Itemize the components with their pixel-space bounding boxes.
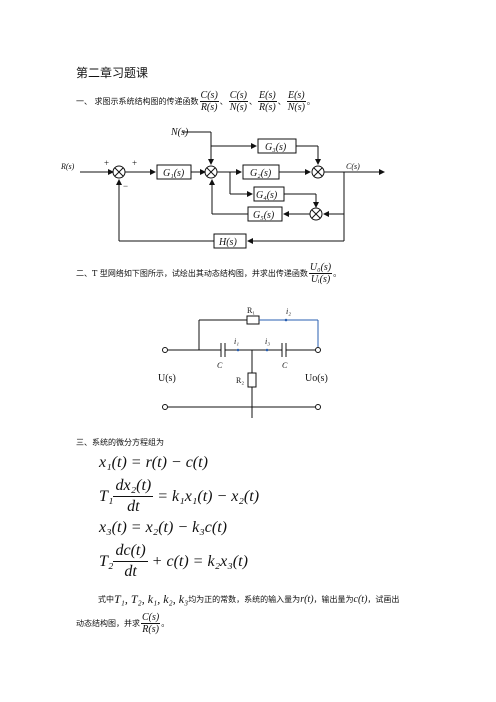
label-r: R(s): [60, 162, 75, 171]
equation-3: x₃(t) = x₂(t) − k₃c(t): [99, 519, 227, 536]
question-2-text: 二、T 型网络如下图所示，试绘出其动态结构图，并求出传递函数 U₀(s)Uᵢ(s…: [76, 262, 342, 285]
question-2-prefix: 二、T 型网络如下图所示，试绘出其动态结构图，并求出传递函数: [76, 269, 308, 278]
terminal-in-bottom: [162, 404, 168, 410]
tf-e-over-r: E(s)R(s): [258, 90, 277, 113]
label-g2: G₂(s): [250, 168, 272, 179]
label-g1: G₁(s): [163, 168, 185, 179]
label-c-left: C: [217, 361, 223, 370]
question-3-final: 动态结构图，并求 C(s)R(s) 。: [76, 612, 170, 635]
label-r2: R₂: [236, 376, 244, 385]
question-3-note: 式中 T₁, T₂, k₁, k₂, k₃ 均为正的常数，系统的输入量为 r(t…: [98, 592, 400, 606]
resistor-r1: [246, 315, 260, 325]
tf-uo-over-ui: U₀(s)Uᵢ(s): [308, 262, 333, 285]
resistor-r2: [247, 372, 257, 388]
label-u-in: U(s): [158, 373, 176, 384]
tf-e-over-n: E(s)N(s): [286, 90, 306, 113]
equation-1: x₁(t) = r(t) − c(t): [99, 454, 208, 471]
sign-plus-1: +: [104, 158, 109, 168]
sign-minus-1: −: [123, 181, 128, 191]
label-h: H(s): [218, 237, 237, 248]
page-title: 第二章习题课: [76, 66, 149, 80]
label-c: C(s): [346, 162, 360, 171]
question-1-text: 一、 求图示系统结构图的传递函数 C(s)R(s) 、 C(s)N(s) 、 E…: [76, 90, 315, 113]
equation-4: T₂ dc(t)dt + c(t) = k₂x₃(t): [99, 542, 248, 580]
question-3-prefix: 三、系统的微分方程组为: [76, 438, 164, 447]
terminal-out-bottom: [315, 404, 321, 410]
label-g4: G₄(s): [256, 190, 278, 201]
tf-final: C(s)R(s): [141, 612, 161, 635]
label-i2: i₂: [286, 307, 291, 316]
tf-c-over-n: C(s)N(s): [228, 90, 249, 113]
terminal-in-top: [162, 347, 168, 353]
label-r1: R₁: [247, 306, 255, 315]
tf-c-over-r: C(s)R(s): [199, 90, 219, 113]
question-1-prefix: 一、 求图示系统结构图的传递函数: [76, 97, 199, 106]
label-u-out: Uo(s): [305, 373, 328, 384]
equation-2: T₁ dx₂(t)dt = k₁x₁(t) − x₂(t): [99, 477, 260, 515]
label-i1: i₁: [234, 337, 239, 346]
label-i3: i₃: [265, 337, 270, 346]
label-n: N(s): [170, 127, 189, 138]
terminal-out-top: [315, 347, 321, 353]
sign-plus-2: +: [132, 158, 137, 168]
label-g3: G₃(s): [265, 142, 287, 153]
label-g5: G₅(s): [253, 210, 275, 221]
label-c-right: C: [282, 361, 288, 370]
